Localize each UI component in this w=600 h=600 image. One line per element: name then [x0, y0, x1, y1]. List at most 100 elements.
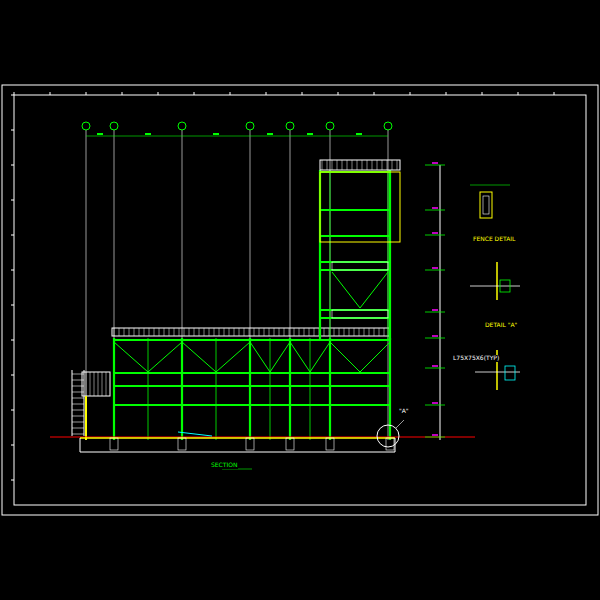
- brace: [310, 342, 330, 372]
- level-mark: [425, 165, 445, 166]
- tower-beam: [320, 209, 390, 211]
- railing-post: [219, 328, 220, 336]
- railing-post: [349, 328, 350, 336]
- steel-beam: [114, 404, 390, 406]
- ruler-tick: [11, 480, 14, 481]
- railing-post: [369, 328, 370, 336]
- tower-column: [330, 170, 331, 340]
- railing-post: [372, 160, 373, 170]
- steel-column: [329, 338, 331, 440]
- railing-post: [244, 328, 245, 336]
- railing-post: [299, 328, 300, 336]
- grid-line: [250, 130, 251, 440]
- railing-post: [379, 328, 380, 336]
- railing-post: [149, 328, 150, 336]
- ruler-tick: [11, 375, 14, 376]
- level-mark: [425, 270, 445, 271]
- railing-post: [382, 160, 383, 170]
- level-mark: [432, 207, 438, 209]
- brace: [332, 272, 360, 308]
- grid-bubble: [286, 122, 294, 130]
- railing-post: [169, 328, 170, 336]
- ruler-tick: [11, 410, 14, 411]
- railing-post: [269, 328, 270, 336]
- level-mark: [425, 405, 445, 406]
- drawing-label: SECTION: [210, 462, 238, 469]
- footing: [386, 438, 394, 450]
- level-axis: [440, 165, 441, 440]
- cage-bar: [94, 372, 95, 396]
- footing: [326, 438, 334, 450]
- railing-post: [259, 328, 260, 336]
- tower-railing: [332, 310, 388, 318]
- title-underline: [222, 469, 252, 470]
- dimension-mark: [213, 133, 219, 135]
- railing-post: [134, 328, 135, 336]
- ruler-tick: [302, 92, 303, 95]
- ruler-tick: [230, 92, 231, 95]
- level-mark: [425, 368, 445, 369]
- ruler-tick: [158, 92, 159, 95]
- railing-post: [139, 328, 140, 336]
- fence-detail-section: [483, 196, 489, 214]
- secondary-column: [270, 338, 271, 440]
- ruler-tick: [338, 92, 339, 95]
- railing-post: [367, 160, 368, 170]
- steel-column: [249, 338, 251, 440]
- railing-post: [339, 328, 340, 336]
- brace: [290, 342, 310, 372]
- brace: [360, 272, 388, 308]
- brace: [182, 342, 216, 372]
- railing-post: [359, 328, 360, 336]
- ruler-tick: [554, 92, 555, 95]
- level-mark: [432, 309, 438, 311]
- railing-post: [204, 328, 205, 336]
- brace: [270, 342, 290, 372]
- railing-post: [314, 328, 315, 336]
- dimension-mark: [307, 133, 313, 135]
- dimension-mark: [267, 133, 273, 135]
- brace: [360, 342, 390, 372]
- level-mark: [425, 338, 445, 339]
- brace: [216, 342, 250, 372]
- inner-border: [14, 95, 586, 505]
- ruler-tick: [194, 92, 195, 95]
- level-mark: [432, 335, 438, 337]
- railing-post: [289, 328, 290, 336]
- grid-bubble: [326, 122, 334, 130]
- leader-line: [396, 420, 404, 428]
- railing-post: [309, 328, 310, 336]
- cage-bar: [90, 372, 91, 396]
- railing-post: [392, 160, 393, 170]
- railing-post: [254, 328, 255, 336]
- footing: [178, 438, 186, 450]
- cage-bar: [102, 372, 103, 396]
- level-mark: [425, 437, 445, 438]
- tower-outline: [320, 172, 400, 242]
- railing-post: [164, 328, 165, 336]
- dimension-line: [86, 136, 388, 137]
- railing-post: [332, 160, 333, 170]
- railing-post: [124, 328, 125, 336]
- level-mark: [432, 402, 438, 404]
- railing-post: [174, 328, 175, 336]
- level-mark: [425, 235, 445, 236]
- railing-post: [194, 328, 195, 336]
- ruler-tick: [446, 92, 447, 95]
- railing-post: [159, 328, 160, 336]
- ruler-tick: [11, 445, 14, 446]
- steel-column: [181, 338, 183, 440]
- ruler-tick: [266, 92, 267, 95]
- table-slab: [475, 372, 520, 373]
- grid-bubble: [384, 122, 392, 130]
- railing-post: [327, 160, 328, 170]
- grid-bubble: [178, 122, 186, 130]
- railing-post: [362, 160, 363, 170]
- railing-post: [334, 328, 335, 336]
- detail-a-column: [496, 262, 498, 300]
- railing-post: [377, 160, 378, 170]
- stair-rung: [72, 428, 84, 429]
- level-mark: [425, 210, 445, 211]
- railing-post: [354, 328, 355, 336]
